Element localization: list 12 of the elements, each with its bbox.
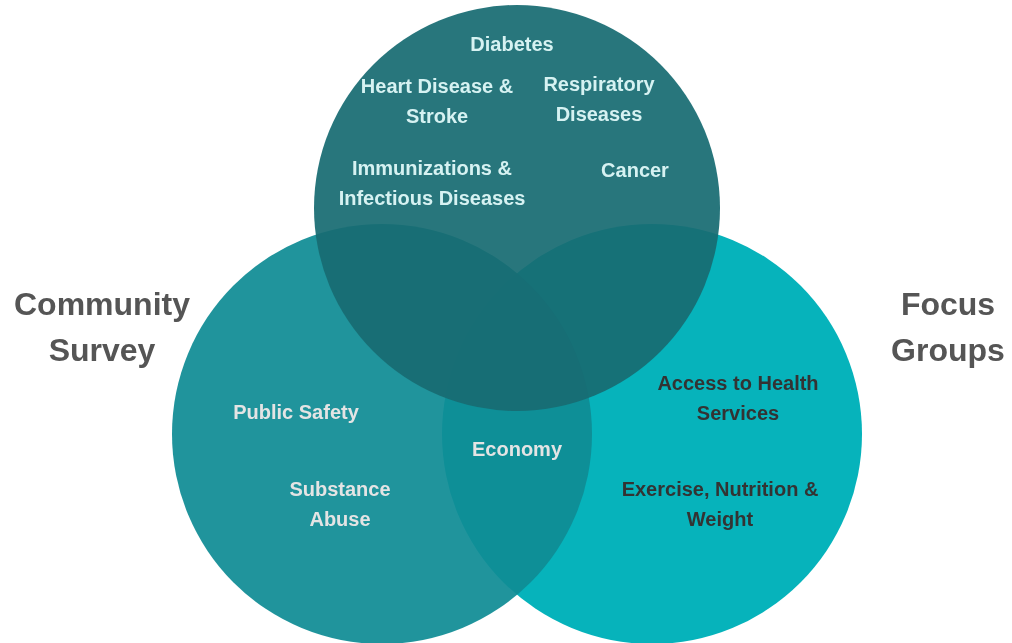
topic-label: Diabetes: [469, 32, 555, 57]
topic-label: Public Safety: [232, 400, 360, 425]
topic-label: Substance Abuse: [288, 477, 392, 532]
topic-label: Immunizations & Infectious Diseases: [337, 156, 527, 211]
source-label: Community Survey: [13, 285, 191, 370]
topic-label: Cancer: [600, 158, 670, 183]
topic-label: Respiratory Diseases: [542, 72, 656, 127]
topic-label: Heart Disease & Stroke: [359, 74, 515, 129]
topic-label: Access to Health Services: [656, 371, 820, 426]
topic-label: Exercise, Nutrition & Weight: [620, 477, 820, 532]
topic-label: Economy: [471, 437, 563, 462]
source-label: Focus Groups: [890, 285, 1006, 370]
